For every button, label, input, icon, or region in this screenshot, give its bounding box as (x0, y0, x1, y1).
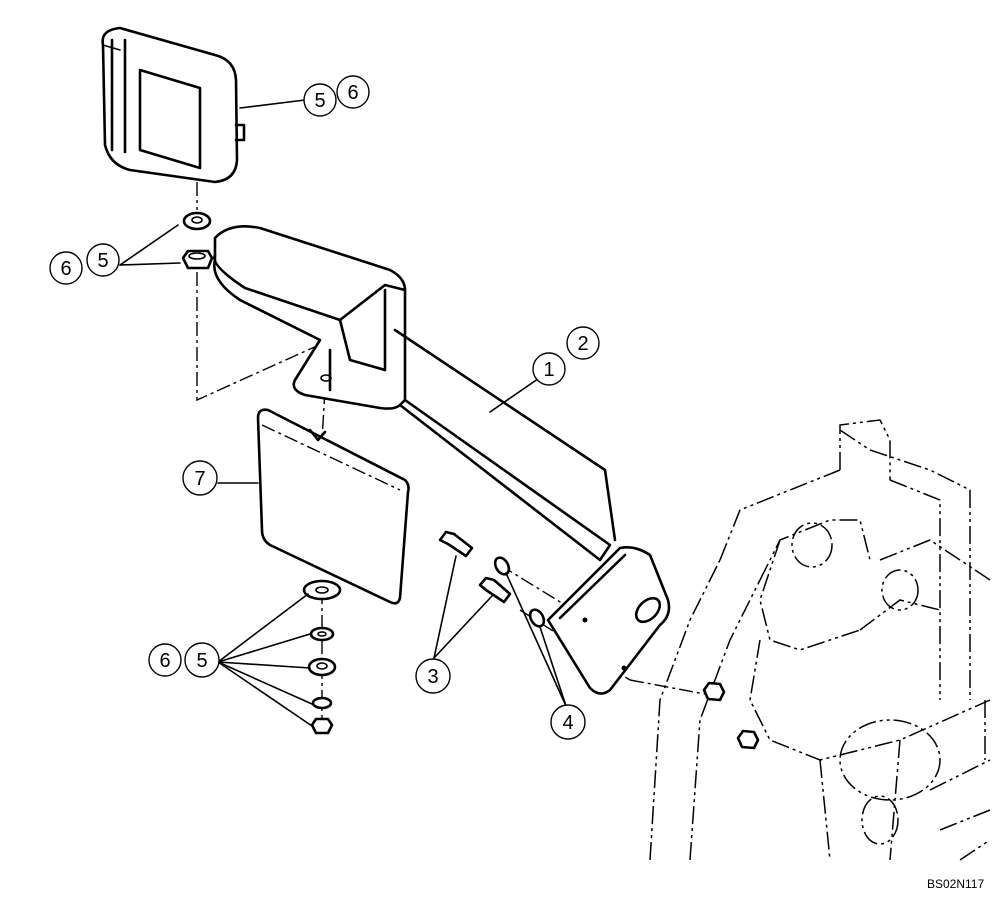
callout-label: 1 (543, 359, 554, 381)
callout-label: 5 (196, 650, 207, 672)
callout-top-hardware-6: 6 (49, 251, 83, 285)
callout-bolts-3: 3 (415, 658, 451, 694)
callout-label: 4 (562, 712, 573, 734)
callout-bracket-2: 2 (566, 326, 600, 360)
lamp-washer (182, 211, 212, 231)
mounting-bracket (213, 225, 671, 695)
drawing-code: BS02N117 (927, 877, 984, 891)
bolts (438, 530, 512, 604)
flap-hardware-stack (302, 579, 342, 735)
callout-flap-hardware-5: 5 (184, 642, 220, 678)
callout-label: 7 (194, 468, 205, 490)
work-lamp (101, 26, 246, 184)
callout-label: 6 (159, 650, 170, 672)
callout-flap-hardware-6: 6 (148, 643, 182, 677)
callout-flap-7: 7 (182, 460, 218, 496)
callout-label: 2 (577, 333, 588, 355)
lamp-nut (181, 249, 214, 270)
callout-label: 5 (314, 90, 325, 112)
mud-flap (256, 408, 410, 605)
callout-top-hardware-5: 5 (86, 243, 120, 277)
callout-bracket-1: 1 (532, 352, 566, 386)
callout-label: 6 (60, 258, 71, 280)
leader-lines (119, 99, 567, 727)
callout-label: 5 (97, 250, 108, 272)
callout-label: 6 (347, 82, 358, 104)
callout-lamp-6: 6 (336, 75, 370, 109)
frame-nuts (702, 681, 760, 750)
callout-label: 3 (427, 666, 438, 688)
callout-washers-4: 4 (550, 704, 586, 740)
machine-frame (649, 419, 991, 861)
callout-lamp-5: 5 (303, 83, 337, 117)
